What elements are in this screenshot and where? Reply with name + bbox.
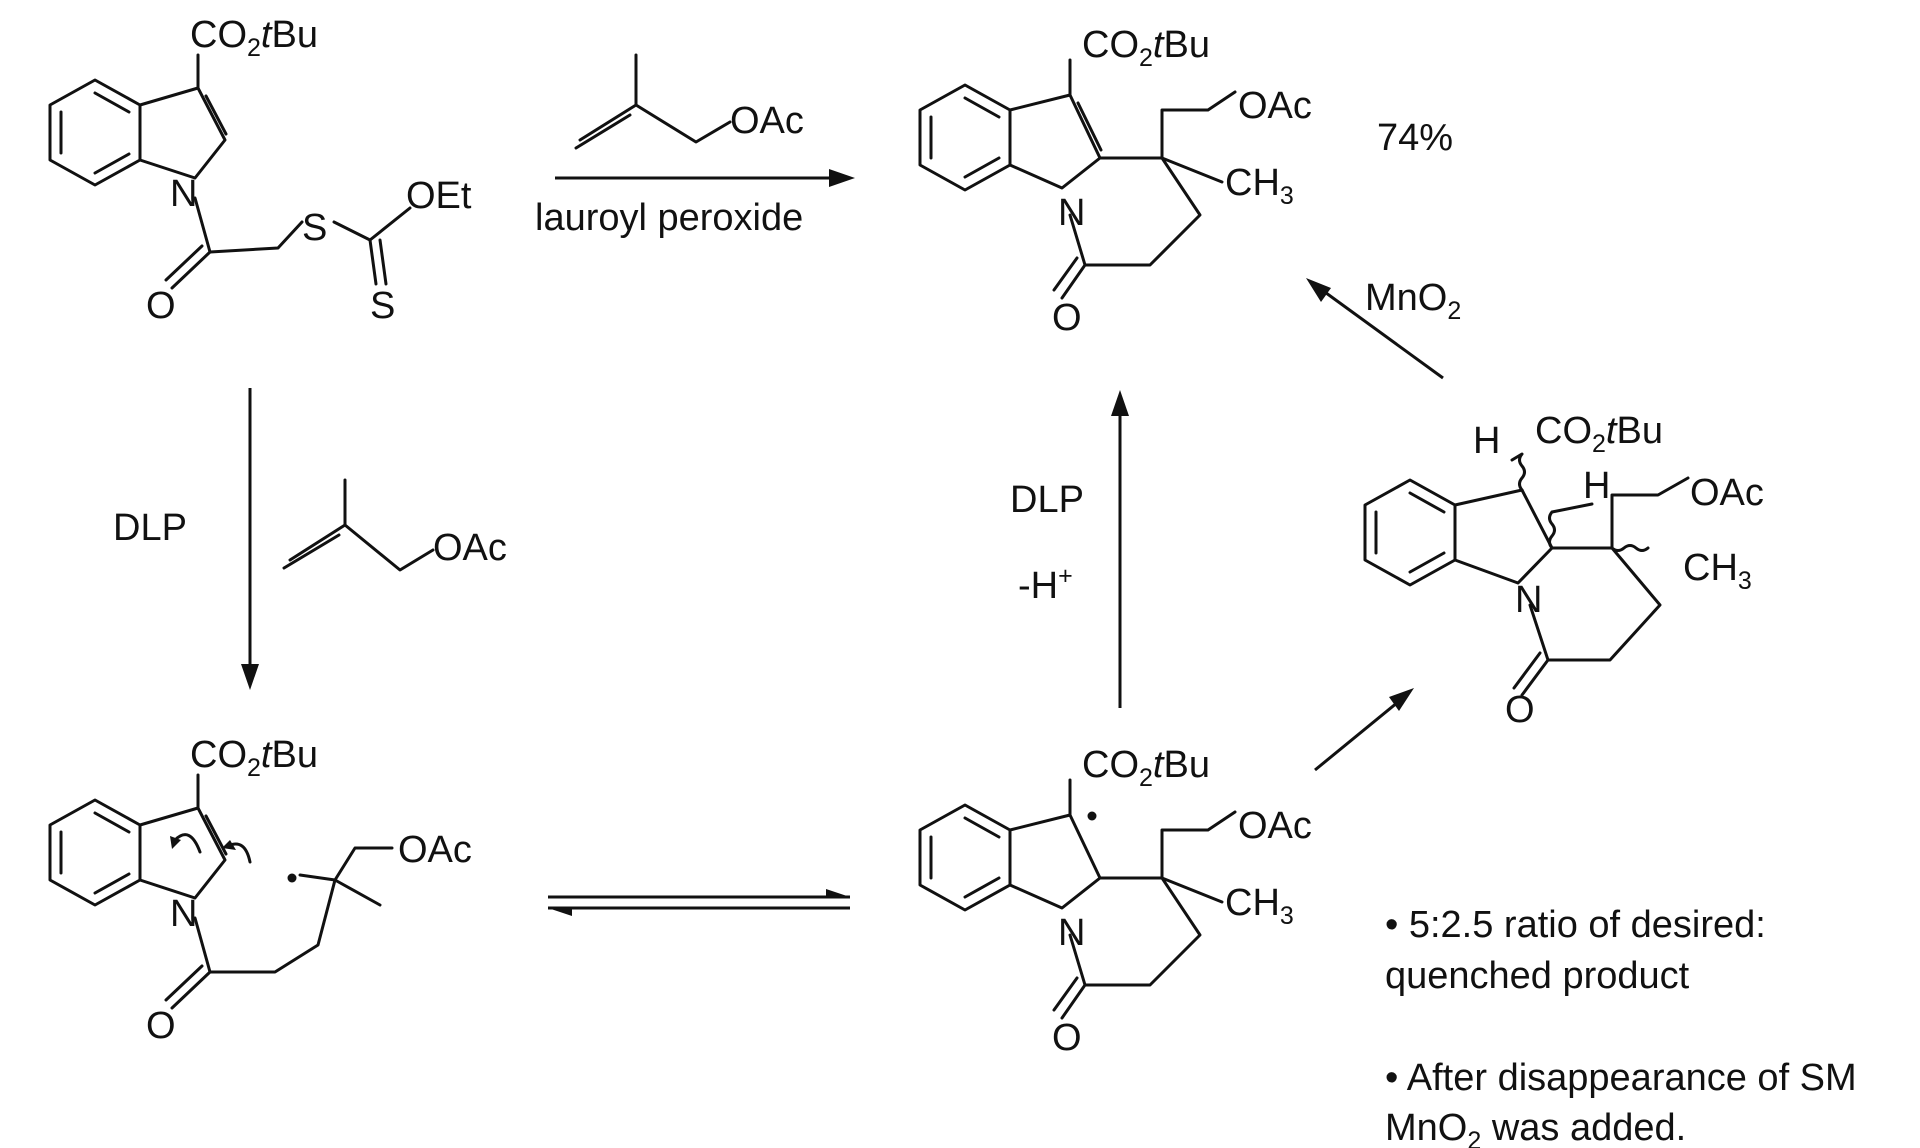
- molecule-xanthate-starting-material: CO2tBu N O S S OEt: [48, 14, 472, 327]
- atom-label: S: [302, 207, 327, 249]
- reaction-arrow-to-quenched: [1314, 688, 1414, 772]
- reaction-arrow-mno2: [1306, 278, 1444, 380]
- notes-block: • 5:2.5 ratio of desired: quenched produ…: [1385, 904, 1857, 1148]
- atom-label: CO2tBu: [1535, 410, 1663, 458]
- yield-label: 74%: [1377, 117, 1453, 159]
- molecule-tricyclic-product: CO2tBu OAc CH3 N O: [918, 24, 1312, 339]
- molecule-radical-adduct: CO2tBu OAc N O: [48, 734, 472, 1047]
- atom-label: OAc: [730, 100, 804, 142]
- reagent-label-lauroyl-peroxide: lauroyl peroxide: [535, 197, 803, 239]
- atom-label: N: [1058, 912, 1085, 954]
- note-line: • 5:2.5 ratio of desired:: [1385, 904, 1766, 946]
- atom-label: N: [1058, 192, 1085, 234]
- molecule-cyclized-radical: CO2tBu OAc CH3 N O: [918, 744, 1312, 1059]
- atom-label: O: [1505, 689, 1535, 731]
- reagent-methallyl-acetate-left: OAc: [282, 478, 507, 572]
- atom-label: CH3: [1683, 547, 1752, 595]
- reaction-arrow-top: [555, 169, 855, 187]
- atom-label: CH3: [1225, 882, 1294, 930]
- atom-label: CO2tBu: [190, 734, 318, 782]
- atom-label: CO2tBu: [190, 14, 318, 62]
- atom-label: CO2tBu: [1082, 24, 1210, 72]
- atom-label: OAc: [1690, 472, 1764, 514]
- atom-label: N: [170, 893, 197, 935]
- note-line: quenched product: [1385, 955, 1690, 997]
- atom-label: O: [146, 1005, 176, 1047]
- atom-label: OEt: [406, 175, 472, 217]
- reaction-arrow-center-up: [1111, 390, 1129, 708]
- reagent-methallyl-acetate-top: OAc: [574, 53, 804, 150]
- note-line: • After disappearance of SM: [1385, 1057, 1857, 1099]
- atom-label: OAc: [398, 829, 472, 871]
- atom-label: S: [370, 285, 395, 327]
- reagent-label-dlp-left: DLP: [113, 507, 187, 549]
- reagent-label-dlp-center: DLP: [1010, 479, 1084, 521]
- molecule-quenched-product: H CO2tBu H OAc CH3 N O: [1363, 410, 1764, 731]
- atom-label: OAc: [433, 527, 507, 569]
- atom-label: H: [1583, 465, 1610, 507]
- atom-label: CO2tBu: [1082, 744, 1210, 792]
- atom-label: N: [170, 173, 197, 215]
- reagent-label-mno2: MnO2: [1365, 277, 1461, 325]
- svg-text:CO2tBu: CO2tBu: [190, 14, 318, 62]
- atom-label: O: [146, 285, 176, 327]
- atom-label: CH3: [1225, 162, 1294, 210]
- atom-label: H: [1473, 420, 1500, 462]
- atom-label: OAc: [1238, 85, 1312, 127]
- reaction-arrow-left-down: [241, 388, 259, 690]
- atom-label: N: [1515, 579, 1542, 621]
- atom-label: OAc: [1238, 805, 1312, 847]
- equilibrium-arrows: [548, 889, 850, 916]
- reagent-label-minus-proton: -H+: [1018, 562, 1073, 607]
- atom-label: O: [1052, 1017, 1082, 1059]
- atom-label: O: [1052, 297, 1082, 339]
- note-line: MnO2 was added.: [1385, 1107, 1686, 1148]
